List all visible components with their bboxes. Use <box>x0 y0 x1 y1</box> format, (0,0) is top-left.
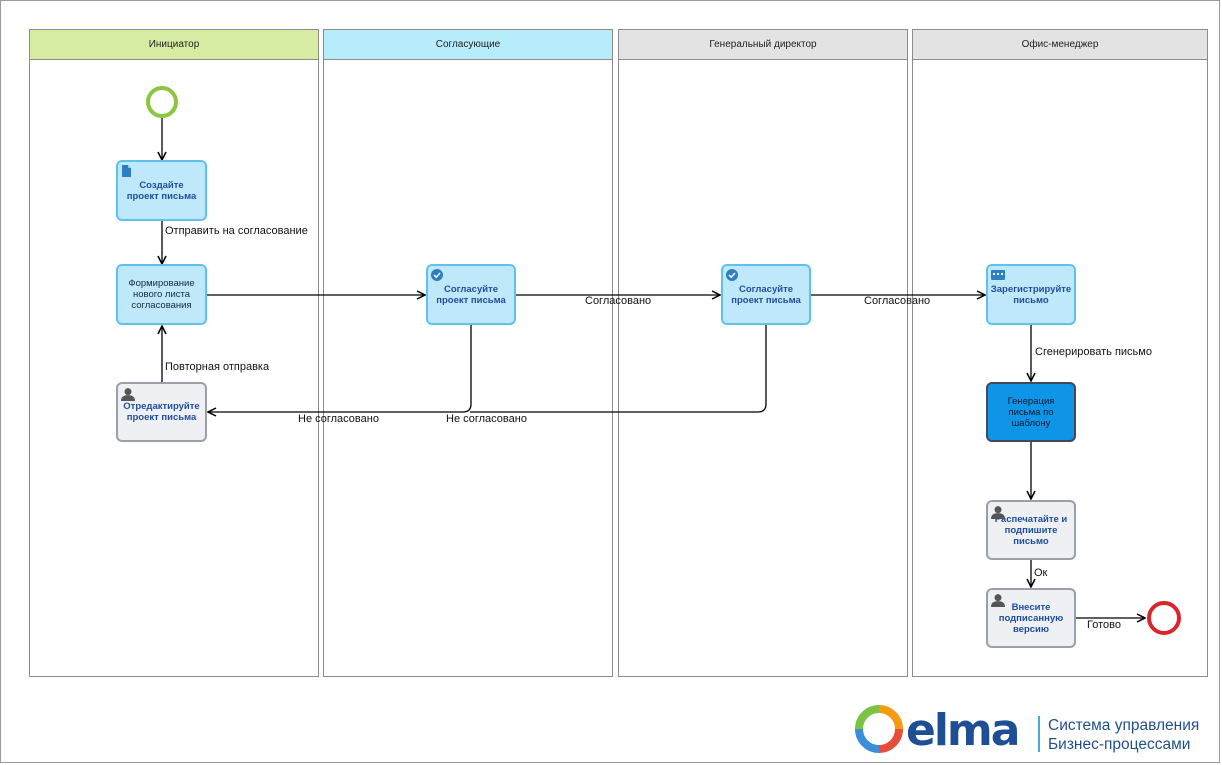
user-icon <box>121 388 135 401</box>
task-label: Формирование нового листа согласования <box>128 278 195 311</box>
lane-general-director: Генеральный директор <box>618 29 908 677</box>
task-label: Согласуйте проект письма <box>731 283 801 306</box>
lane-header: Офис-менеджер <box>913 30 1207 60</box>
lane-title: Генеральный директор <box>709 39 817 50</box>
task-label: Генерация письма по шаблону <box>1007 395 1055 429</box>
task-label: Создайте проект письма <box>126 179 197 202</box>
start-event <box>146 86 178 118</box>
user-icon <box>991 594 1005 607</box>
user-icon <box>991 506 1005 519</box>
flow-label-ok: Ок <box>1034 567 1048 579</box>
flow-approve1-reject <box>208 325 472 412</box>
lane-title: Инициатор <box>148 39 200 50</box>
flow-label-approved-1: Согласовано <box>585 295 652 307</box>
lane-header: Согласующие <box>324 30 612 60</box>
task-label: Согласуйте проект письма <box>436 283 506 306</box>
task-form-sheet[interactable]: Формирование нового листа согласования <box>116 264 207 325</box>
task-label: Зарегистрируйте письмо <box>990 283 1072 306</box>
register-icon <box>991 270 1005 280</box>
task-approve-1[interactable]: Согласуйте проект письма <box>426 264 516 325</box>
check-circle-icon <box>726 269 738 281</box>
flow-label-generate: Сгенерировать письмо <box>1035 346 1152 358</box>
logo-line-1: Система управления <box>1048 717 1200 734</box>
task-label: Распечатайте и подпишите письмо <box>994 513 1068 547</box>
lane-office-manager: Офис-менеджер <box>912 29 1208 677</box>
lane-initiator: Инициатор <box>29 29 319 677</box>
end-event <box>1147 601 1181 635</box>
lane-header: Генеральный директор <box>619 30 907 60</box>
flow-approve2-reject <box>470 325 767 413</box>
logo-line-2: Бизнес-процессами <box>1048 736 1191 753</box>
flow-label-resend: Повторная отправка <box>165 361 270 373</box>
flow-label-rejected-2: Не согласовано <box>446 413 527 425</box>
logo-divider <box>1038 716 1040 752</box>
lane-title: Согласующие <box>435 39 501 50</box>
task-label: Отредактируйте проект письма <box>123 401 200 423</box>
task-register[interactable]: Зарегистрируйте письмо <box>986 264 1076 325</box>
task-upload-signed[interactable]: Внесите подписанную версию <box>986 588 1076 648</box>
task-edit-draft[interactable]: Отредактируйте проект письма <box>116 382 207 442</box>
flow-label-done: Готово <box>1087 619 1121 631</box>
logo-wordmark: elma <box>906 709 1020 753</box>
logo-word: elma <box>906 705 1020 756</box>
task-generate[interactable]: Генерация письма по шаблону <box>986 382 1076 442</box>
task-create-draft[interactable]: Создайте проект письма <box>116 160 207 221</box>
lane-header: Инициатор <box>30 30 318 60</box>
flow-label-send: Отправить на согласование <box>165 225 308 237</box>
task-print-sign[interactable]: Распечатайте и подпишите письмо <box>986 500 1076 560</box>
lane-approvers: Согласующие <box>323 29 613 677</box>
document-add-icon <box>122 165 131 177</box>
task-approve-2[interactable]: Согласуйте проект письма <box>721 264 811 325</box>
check-circle-icon <box>431 269 443 281</box>
lane-title: Офис-менеджер <box>1021 39 1099 50</box>
flow-label-rejected-1: Не согласовано <box>298 413 379 425</box>
elma-logo-icon <box>855 705 903 753</box>
task-label: Внесите подписанную версию <box>998 601 1064 635</box>
logo-tagline: Система управления Бизнес-процессами <box>1048 716 1199 754</box>
flow-label-approved-2: Согласовано <box>864 295 931 307</box>
